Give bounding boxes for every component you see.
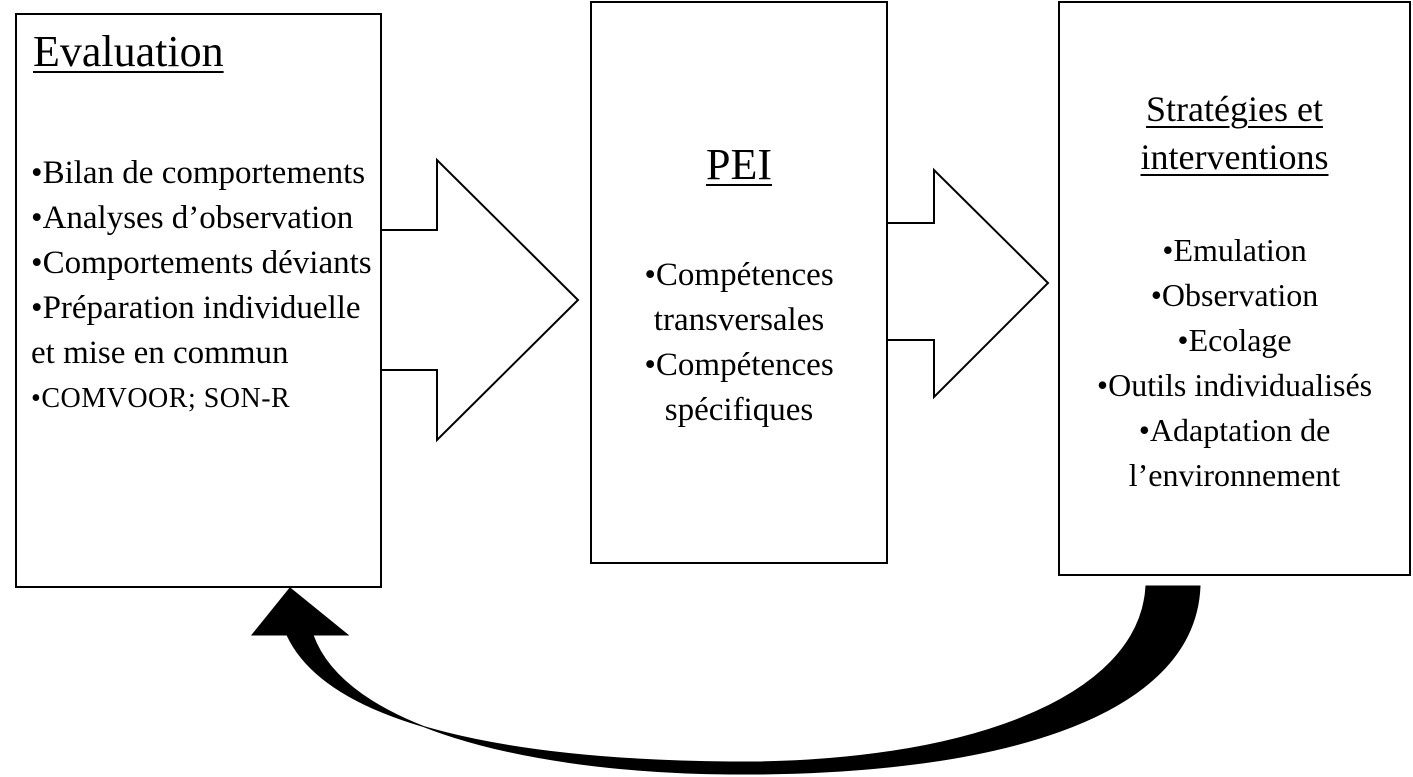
list-item: Outils individualisés [1060, 363, 1409, 408]
strategies-list: Emulation Observation Ecolage Outils ind… [1060, 228, 1409, 498]
list-item: Bilan de comportements [31, 151, 376, 196]
evaluation-title: Evaluation [33, 27, 224, 76]
pei-title: PEI [706, 140, 772, 189]
strategies-title: Stratégies et interventions [1140, 89, 1329, 177]
list-item: Adaptation de l’environnement [1060, 408, 1409, 498]
strategies-box: Stratégies et interventions Emulation Ob… [1058, 1, 1411, 576]
feedback-curved-arrow [250, 585, 1201, 775]
list-item: Préparation individuelle et mise en comm… [31, 286, 376, 376]
evaluation-box: Evaluation Bilan de comportements Analys… [15, 13, 382, 588]
list-item: Comportements déviants [31, 241, 376, 286]
list-item: Observation [1060, 273, 1409, 318]
list-item: Ecolage [1060, 318, 1409, 363]
list-item: Compétences transversales [592, 253, 886, 343]
list-item: Analyses d’observation [31, 196, 376, 241]
list-item: Compétences spécifiques [592, 343, 886, 433]
evaluation-list: Bilan de comportements Analyses d’observ… [31, 151, 376, 421]
list-item: Emulation [1060, 228, 1409, 273]
arrow-evaluation-to-pei [379, 157, 580, 443]
pei-box: PEI Compétences transversales Compétence… [590, 1, 888, 564]
pei-list: Compétences transversales Compétences sp… [592, 253, 886, 433]
arrow-pei-to-strategies [885, 167, 1050, 400]
list-item: COMVOOR; SON-R [31, 376, 376, 421]
